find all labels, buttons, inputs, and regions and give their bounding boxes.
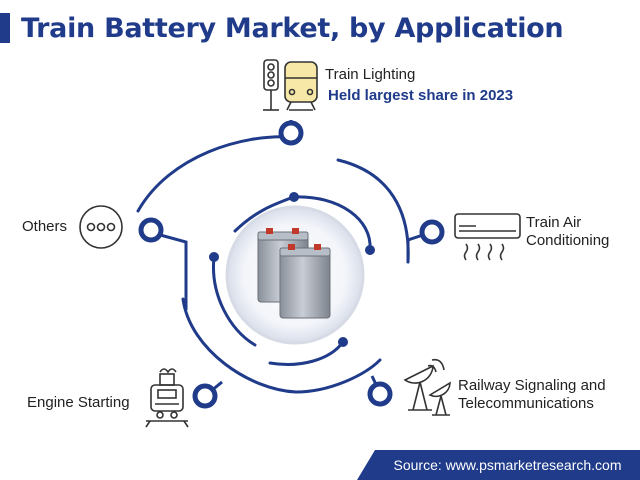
engine-label: Engine Starting bbox=[27, 394, 130, 411]
node-circles bbox=[138, 120, 445, 409]
source-banner: Source: www.psmarketresearch.com bbox=[375, 450, 640, 480]
node-air-conditioning bbox=[419, 219, 445, 245]
node-signaling bbox=[367, 381, 393, 407]
ring-dots bbox=[209, 192, 375, 347]
others-label: Others bbox=[22, 218, 68, 235]
train-lighting-icon bbox=[263, 59, 318, 111]
air-conditioner-icon bbox=[454, 213, 521, 261]
page-title: Train Battery Market, by Application bbox=[21, 12, 564, 44]
satellite-dish-icon bbox=[403, 358, 451, 416]
connector-rings bbox=[136, 135, 410, 394]
node-engine bbox=[192, 383, 218, 409]
lighting-label: Train Lighting bbox=[325, 66, 416, 83]
locomotive-icon bbox=[145, 368, 189, 428]
more-dots-icon bbox=[79, 205, 123, 249]
signaling-label-line1: Railway Signaling and bbox=[458, 377, 606, 394]
air-conditioning-label-line1: Train Air bbox=[526, 214, 582, 231]
lighting-note: Held largest share in 2023 bbox=[328, 87, 514, 104]
battery-icon bbox=[257, 228, 331, 319]
node-lighting bbox=[278, 120, 304, 146]
air-conditioning-label-line2: Conditioning bbox=[526, 232, 610, 249]
source-banner-notch bbox=[357, 450, 375, 480]
node-others bbox=[138, 217, 164, 243]
signaling-label-line2: Telecommunications bbox=[458, 395, 594, 412]
title-accent-bar bbox=[0, 13, 10, 43]
title-area: Train Battery Market, by Application bbox=[0, 10, 564, 46]
